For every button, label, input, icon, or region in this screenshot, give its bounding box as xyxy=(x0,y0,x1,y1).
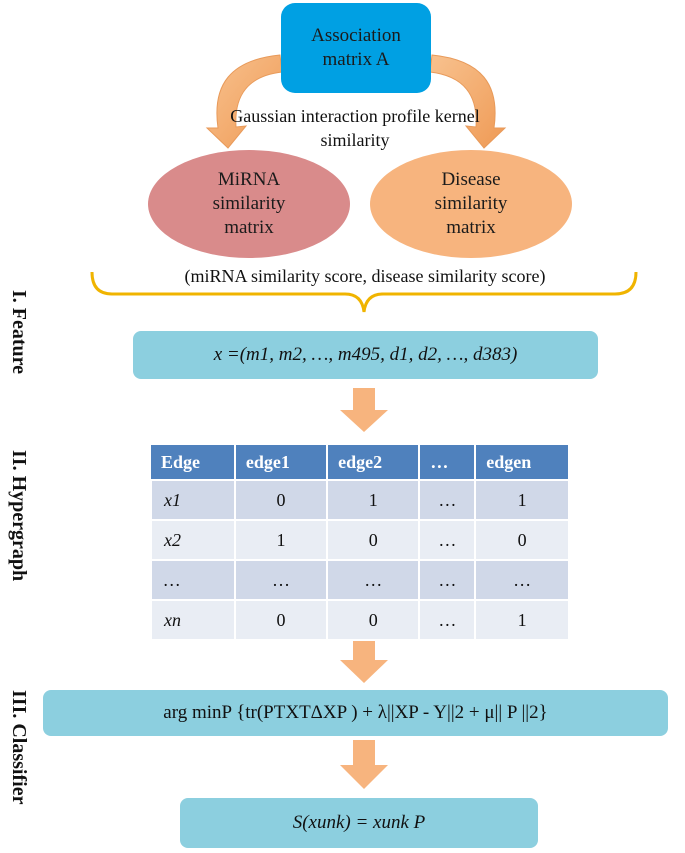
table-cell: 0 xyxy=(326,599,421,641)
table-cell: … xyxy=(418,479,477,521)
section-label-classifier: III. Classifier xyxy=(8,690,30,805)
score-formula: S(xunk) = xunk P xyxy=(292,812,426,833)
kernel-line2: similarity xyxy=(320,130,390,150)
table-header-cell: edge2 xyxy=(327,445,421,480)
table-cell: … xyxy=(418,519,477,561)
feature-formula: x =(m1, m2, …, m495, d1, d2, …, d383) xyxy=(213,344,518,365)
disease-line2: similarity xyxy=(434,193,508,214)
table-header-row: Edge edge1 edge2 … edgen xyxy=(151,445,570,480)
disease-line3: matrix xyxy=(446,217,496,238)
curved-arrow-right xyxy=(429,54,507,149)
table-header-cell: Edge xyxy=(151,445,236,480)
mirna-line1: MiRNA xyxy=(217,169,281,190)
table-cell: 1 xyxy=(474,599,570,641)
mirna-line3: matrix xyxy=(224,217,274,238)
table-cell: 1 xyxy=(233,519,329,561)
disease-line1: Disease xyxy=(441,169,501,190)
table-cell: … xyxy=(326,559,421,601)
table-cell: 0 xyxy=(326,519,421,561)
disease-similarity-ellipse: Disease similarity matrix xyxy=(370,150,572,258)
table-row: xn 0 0 … 1 xyxy=(150,599,570,641)
section-label-feature: I. Feature xyxy=(8,290,30,375)
curved-arrow-left xyxy=(205,54,283,149)
down-arrow-2 xyxy=(340,636,388,683)
kernel-line1: Gaussian interaction profile kernel xyxy=(230,106,480,126)
association-line2: matrix A xyxy=(322,49,390,70)
table-cell: … xyxy=(418,599,477,641)
table-cell: … xyxy=(150,559,236,601)
table-row: x1 0 1 … 1 xyxy=(150,479,570,521)
feature-vector-box: x =(m1, m2, …, m495, d1, d2, …, d383) xyxy=(133,331,598,379)
classifier-formula: arg minP {tr(PTXTΔXP ) + λ||XP - Y||2 + … xyxy=(163,702,548,723)
classifier-objective-box: arg minP {tr(PTXTΔXP ) + λ||XP - Y||2 + … xyxy=(43,690,668,736)
association-matrix-box: Association matrix A xyxy=(281,3,431,93)
similarity-score-label: (miRNA similarity score, disease similar… xyxy=(184,266,546,286)
table-cell: 0 xyxy=(233,479,329,521)
down-arrow-3 xyxy=(340,740,388,789)
table-cell: 1 xyxy=(474,479,570,521)
section-label-hypergraph: II. Hypergraph xyxy=(8,450,30,582)
mirna-similarity-ellipse: MiRNA similarity matrix xyxy=(148,150,350,258)
table-cell: x2 xyxy=(150,519,236,561)
table-row: x2 1 0 … 0 xyxy=(150,519,570,561)
table-row: … … … … … xyxy=(150,559,570,601)
down-arrow-1 xyxy=(340,388,388,432)
table-header-cell: edge1 xyxy=(234,445,329,480)
table-cell: 1 xyxy=(326,479,421,521)
table-cell: … xyxy=(233,559,329,601)
table-header-cell: … xyxy=(419,445,477,480)
table-cell: 0 xyxy=(474,519,570,561)
prediction-score-box: S(xunk) = xunk P xyxy=(180,798,538,848)
table-cell: … xyxy=(418,559,477,601)
hypergraph-table: Edge edge1 edge2 … edgen x1 0 1 … 1 x2 1… xyxy=(150,445,570,641)
table-cell: xn xyxy=(150,599,236,641)
table-cell: x1 xyxy=(150,479,236,521)
table-cell: … xyxy=(474,559,570,601)
mirna-line2: similarity xyxy=(212,193,286,214)
table-cell: 0 xyxy=(233,599,329,641)
kernel-similarity-label: Gaussian interaction profile kernel simi… xyxy=(180,104,530,152)
brace xyxy=(90,271,638,313)
association-line1: Association xyxy=(311,25,401,46)
table-header-cell: edgen xyxy=(475,445,570,480)
